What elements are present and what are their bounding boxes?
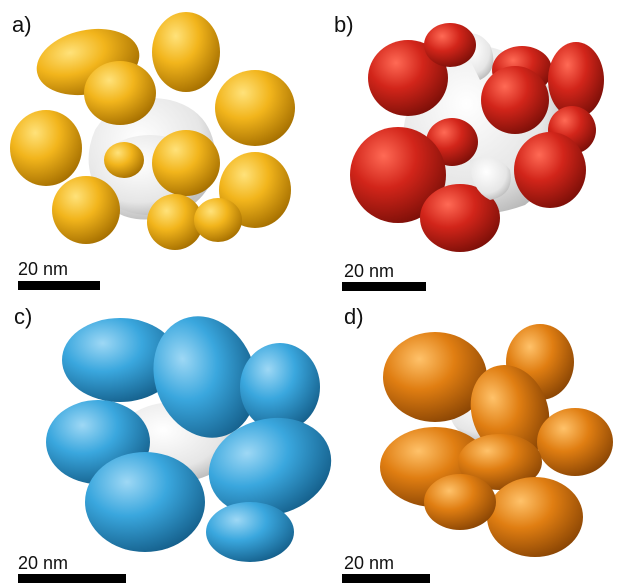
panel-a: a) 20 nm	[0, 0, 310, 292]
scale-label-b: 20 nm	[344, 261, 395, 281]
scale-bar-a	[18, 281, 100, 290]
panel-b: b) 20 nm	[310, 0, 619, 292]
protein-structure-d-image	[380, 324, 613, 557]
scale-bar-c	[18, 574, 126, 583]
protein-structure-b-image	[350, 23, 604, 252]
scale-bar-d	[342, 574, 430, 583]
protein-structure-a-image	[10, 12, 295, 250]
panel-label-c: c)	[14, 304, 33, 329]
protein-structure-c-image	[46, 316, 332, 562]
panel-label-d: d)	[344, 304, 364, 329]
panel-label-a: a)	[12, 12, 32, 37]
panel-label-b: b)	[334, 12, 354, 37]
scale-bar-b	[342, 282, 426, 291]
panel-c: c) 20 nm	[0, 292, 350, 583]
scale-label-a: 20 nm	[18, 259, 69, 279]
panel-d: d) 20 nm	[342, 292, 619, 583]
scale-label-d: 20 nm	[344, 553, 395, 573]
scale-label-c: 20 nm	[18, 553, 69, 573]
